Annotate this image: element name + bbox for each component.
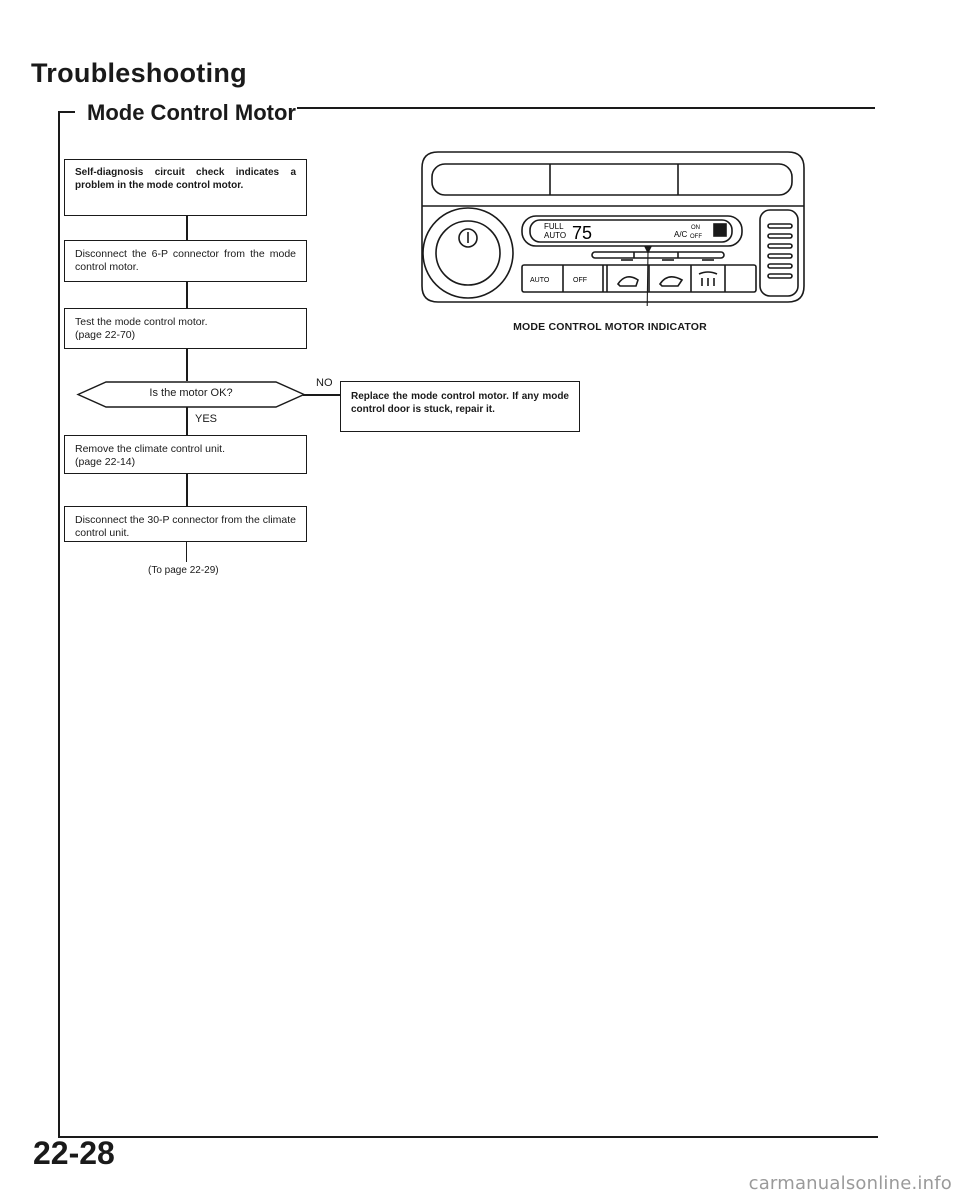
- continue-reference: (To page 22-29): [148, 565, 219, 576]
- display-temp-text: 75: [572, 223, 592, 243]
- temperature-knob-outer: [422, 207, 514, 299]
- section-rule-right: [297, 107, 875, 109]
- section-frame-bottom: [58, 1136, 878, 1138]
- indicator-leader-line: [646, 251, 649, 306]
- upper-display: [431, 163, 793, 196]
- watermark: carmanualsonline.info: [748, 1173, 952, 1194]
- decision-diamond: [76, 381, 306, 408]
- display-auto-text: AUTO: [544, 231, 566, 240]
- page-number: 22-28: [33, 1135, 115, 1171]
- side-vent: [759, 209, 799, 297]
- page-title: Troubleshooting: [31, 58, 247, 88]
- step-remove-unit-ref: (page 22-14): [75, 455, 136, 468]
- section-frame-left: [58, 111, 60, 1138]
- step-test-motor-ref: (page 22-70): [75, 328, 136, 341]
- display-on-text: ON: [691, 225, 700, 231]
- display-full-text: FULL: [544, 222, 564, 231]
- fan-level-icon: [713, 223, 727, 237]
- step-remove-unit: Remove the climate control unit. (page 2…: [64, 435, 307, 474]
- climate-control-illustration: FULL AUTO 75 A/C ON OFF AUTO OFF: [421, 151, 805, 306]
- button-auto-text: AUTO: [530, 277, 550, 284]
- section-title: Mode Control Motor: [87, 100, 296, 125]
- mode-icon-fresh: [658, 276, 684, 287]
- button-row: [521, 264, 757, 293]
- display-off-text: OFF: [690, 234, 702, 240]
- step-remove-unit-text: Remove the climate control unit.: [75, 443, 225, 455]
- step-disconnect-30p: Disconnect the 30-P connector from the c…: [64, 506, 307, 542]
- step-test-motor-text: Test the mode control motor.: [75, 316, 208, 328]
- connector-5: [186, 474, 188, 506]
- display-ac-text: A/C: [674, 230, 688, 239]
- connector-1: [186, 216, 188, 240]
- connector-2: [186, 282, 188, 308]
- connector-6: [186, 542, 187, 562]
- connector-4: [186, 407, 188, 435]
- step-test-motor: Test the mode control motor. (page 22-70…: [64, 308, 307, 349]
- connector-no: [303, 394, 340, 396]
- mode-icon-recirc: [616, 276, 639, 287]
- button-off-text: OFF: [573, 277, 587, 284]
- yes-label: YES: [195, 413, 218, 425]
- step-disconnect-6p: Disconnect the 6-P connector from the mo…: [64, 240, 307, 282]
- illustration-caption: MODE CONTROL MOTOR INDICATOR: [513, 321, 707, 333]
- connector-3: [186, 349, 188, 381]
- no-label: NO: [316, 377, 333, 389]
- mode-indicator-bar: [591, 251, 725, 259]
- panel-housing: [421, 151, 805, 303]
- defrost-icon: [698, 271, 718, 286]
- decision-text: Is the motor OK?: [149, 387, 233, 399]
- temperature-knob-inner: [435, 220, 501, 286]
- lcd-frame: [521, 215, 743, 247]
- step-replace-motor: Replace the mode control motor. If any m…: [340, 381, 580, 432]
- step-self-diagnosis: Self-diagnosis circuit check indicates a…: [64, 159, 307, 216]
- section-rule-left: [58, 111, 75, 113]
